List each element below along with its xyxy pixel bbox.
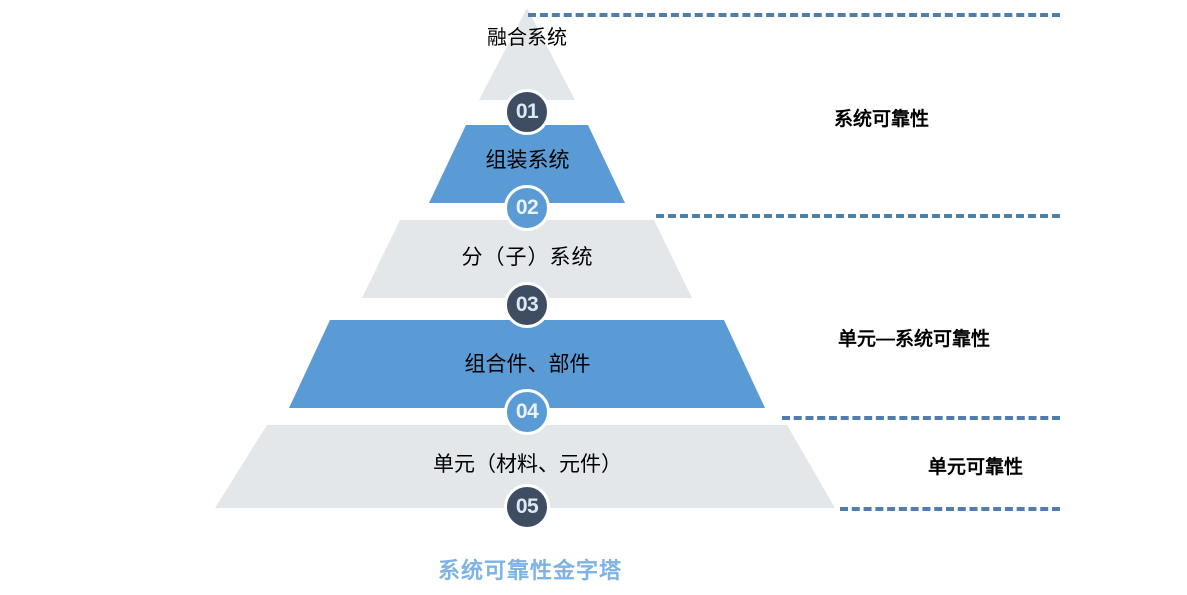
connector-dashed-line-4: [840, 507, 1060, 511]
pyramid-level-1-shape[interactable]: [479, 8, 575, 100]
pyramid-level-5-shape[interactable]: [215, 425, 835, 508]
pyramid-level-3-shape[interactable]: [362, 220, 692, 298]
pyramid-badge-01[interactable]: 01: [504, 89, 550, 135]
connector-dashed-line-3: [782, 416, 1060, 420]
pyramid-badge-05[interactable]: 05: [504, 484, 550, 530]
pyramid-level-4-shape[interactable]: [289, 320, 765, 408]
category-label-unit-system-reliability: 单元—系统可靠性: [838, 329, 991, 350]
pyramid-badge-02[interactable]: 02: [504, 185, 550, 231]
connector-dashed-line-2: [656, 214, 1060, 218]
pyramid-level-2-shape[interactable]: [429, 125, 625, 203]
pyramid-badge-04[interactable]: 04: [504, 389, 550, 435]
category-label-system-reliability: 系统可靠性: [834, 109, 930, 130]
pyramid-badge-03[interactable]: 03: [504, 282, 550, 328]
diagram-title: 系统可靠性金字塔: [437, 558, 622, 583]
category-label-unit-reliability: 单元可靠性: [928, 457, 1024, 478]
connector-dashed-line-1: [528, 13, 1060, 17]
